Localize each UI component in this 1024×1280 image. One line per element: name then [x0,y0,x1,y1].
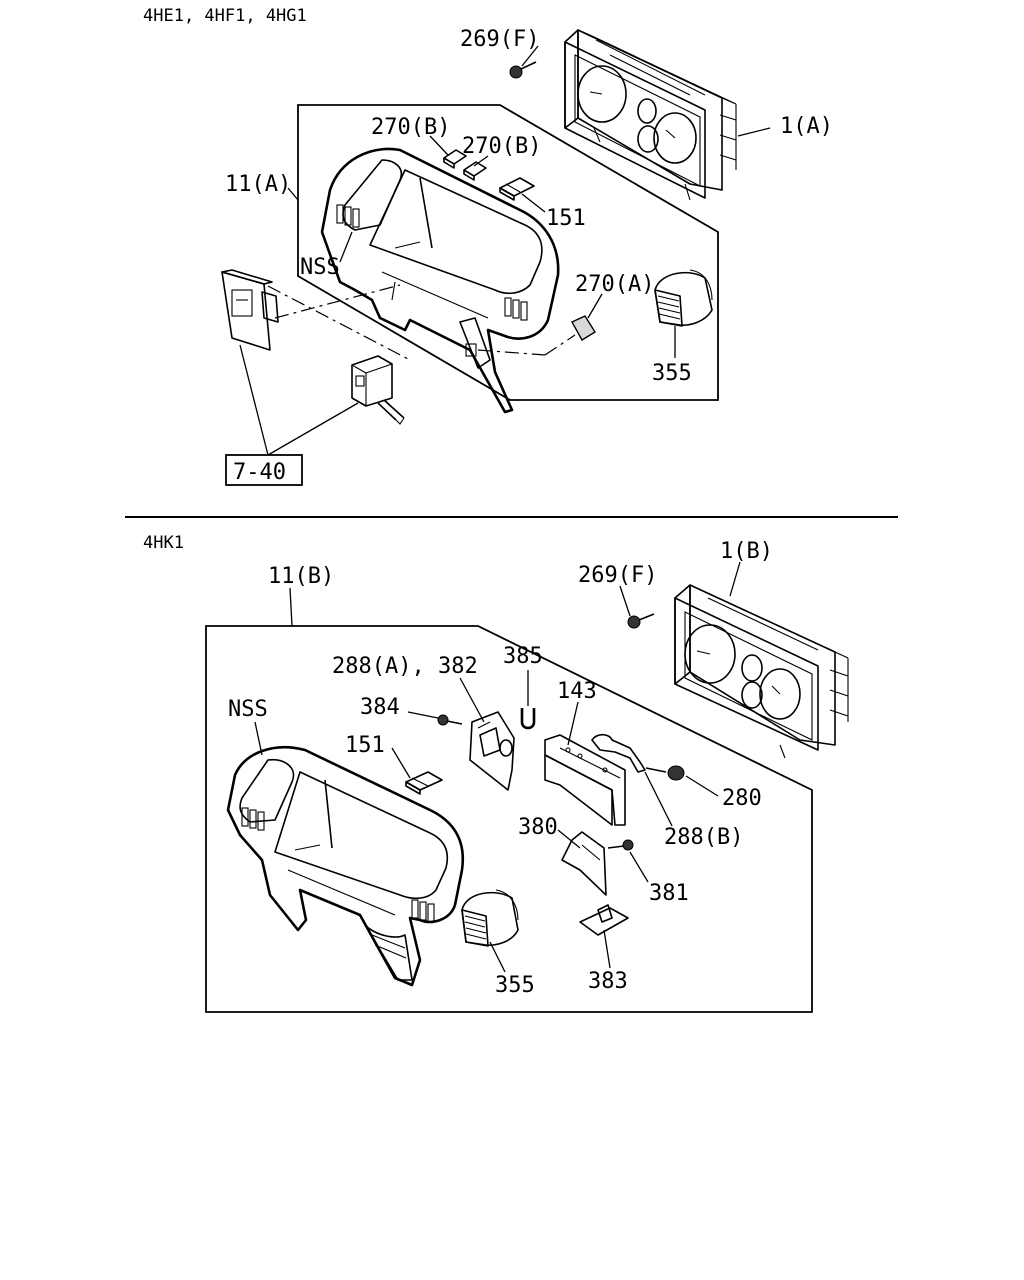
clip-383-icon [579,904,629,936]
air-vent-355-icon [461,889,519,947]
ref-box-7-40 [225,454,303,486]
leader-1a [737,127,771,137]
label-151: 151 [546,206,586,231]
bracket-288b [591,733,646,773]
label-383: 383 [588,969,628,994]
bracket-288a-382 [469,711,515,791]
screw-269f-icon [627,613,655,629]
meter-assembly-1b [674,584,849,759]
bottom-header: 4HK1 [143,533,184,553]
label-nss: NSS [300,255,340,280]
label-270b-1: 270(B) [371,115,450,140]
switch-connector [351,355,405,425]
dash-line-2 [274,284,401,319]
leader-1b [729,561,741,597]
leader-11b [289,587,293,627]
bolt-280-icon [645,765,685,781]
label-nss-b: NSS [228,697,268,722]
bottom-section: 4HK1 [143,533,849,1013]
label-1b: 1(B) [720,539,773,564]
vent-slots-right [504,297,528,321]
top-header: 4HE1, 4HF1, 4HG1 [143,6,307,26]
leader-270b-2 [473,155,489,167]
leader-355-b [489,941,506,973]
clip-151-icon [405,771,443,795]
bracket-380 [561,831,607,896]
leader-269f-b [619,585,631,617]
label-355-b: 355 [495,973,535,998]
label-11b: 11(B) [268,564,334,589]
clip-270a-icon [571,315,596,341]
assembly-11a-outline [297,104,719,401]
meter-assembly-1a [564,29,737,201]
leader-11a [287,187,299,201]
label-288b: 288(B) [664,825,743,850]
label-270b-2: 270(B) [462,134,541,159]
bracket-143 [544,734,626,826]
switch-panel [221,269,279,351]
leader-151-b [391,747,411,779]
leader-nss [254,721,263,756]
leader-380 [557,829,581,849]
leader-270b-1 [429,135,449,156]
label-355: 355 [652,361,692,386]
ref-line-2 [267,402,359,456]
screw-381-icon [607,839,634,851]
label-270a: 270(A) [575,272,654,297]
clip-270b-1-icon [443,149,467,169]
leader-nss [339,231,353,263]
label-151-b: 151 [345,733,385,758]
leader-270a [587,293,603,319]
screw-269f-icon [509,61,537,79]
label-ref-7-40: 7-40 [233,460,286,485]
vent-slots-right [411,899,435,923]
leader-280 [685,775,719,797]
leader-269f [521,45,539,67]
label-380: 380 [518,815,558,840]
label-143: 143 [557,679,597,704]
leader-151 [521,193,546,213]
ref-line-1 [239,344,269,456]
vent-slots-left [336,204,360,228]
label-381: 381 [649,881,689,906]
leader-288a-382 [459,677,485,723]
bezel-11a [320,147,560,414]
vent-slots-left [241,807,265,831]
screw-384-icon [437,714,463,726]
dash-line-4 [544,334,576,356]
leader-288b [644,771,673,827]
label-269f-b: 269(F) [578,563,657,588]
label-384: 384 [360,695,400,720]
label-269f: 269(F) [460,27,539,52]
leader-143 [567,701,579,746]
clip-270b-2-icon [463,161,487,181]
leader-384 [407,711,439,719]
leader-383 [603,929,611,969]
assembly-11b-outline [205,625,813,1013]
leader-381 [629,851,649,883]
dash-line-3 [477,349,546,356]
label-385: 385 [503,644,543,669]
top-section: 4HE1, 4HF1, 4HG1 [143,6,833,486]
label-288a-382: 288(A), 382 [332,654,478,679]
label-280: 280 [722,786,762,811]
clip-151-icon [499,177,535,201]
clip-385-icon [520,708,536,730]
air-vent-355-icon [654,269,713,327]
label-1a: 1(A) [780,114,833,139]
bezel-11b [226,746,465,987]
label-11a: 11(A) [225,172,291,197]
